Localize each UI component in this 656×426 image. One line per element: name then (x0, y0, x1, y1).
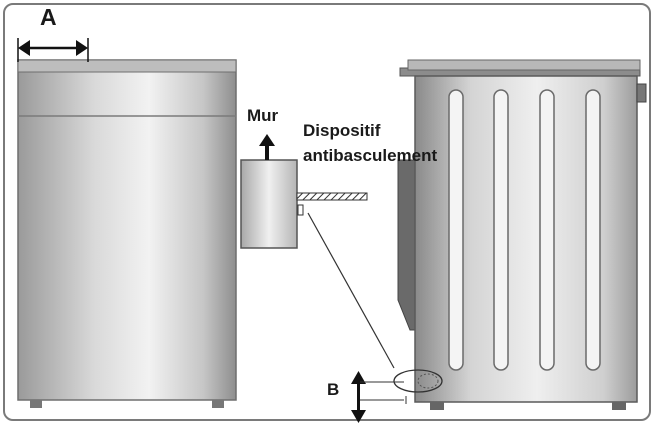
anti-tip-device-label-line1: Dispositif (303, 121, 381, 140)
dimension-a-label: A (40, 4, 57, 30)
dimension-a-arrow (17, 38, 89, 62)
appliance-side-view (397, 59, 647, 410)
dimension-b-arrow (351, 371, 404, 423)
anti-tip-bracket (296, 192, 395, 369)
anti-tip-device-label-line2: antibasculement (303, 146, 438, 165)
wall-block (240, 159, 298, 249)
wall-arrow (259, 134, 275, 160)
diagram-frame (3, 3, 651, 421)
leveling-foot-detail (393, 369, 443, 404)
dimension-b-label: B (327, 380, 340, 399)
appliance-front-view (17, 59, 237, 408)
anti-tip-device-label: Dispositif antibasculement (303, 118, 437, 168)
wall-label: Mur (247, 106, 279, 125)
